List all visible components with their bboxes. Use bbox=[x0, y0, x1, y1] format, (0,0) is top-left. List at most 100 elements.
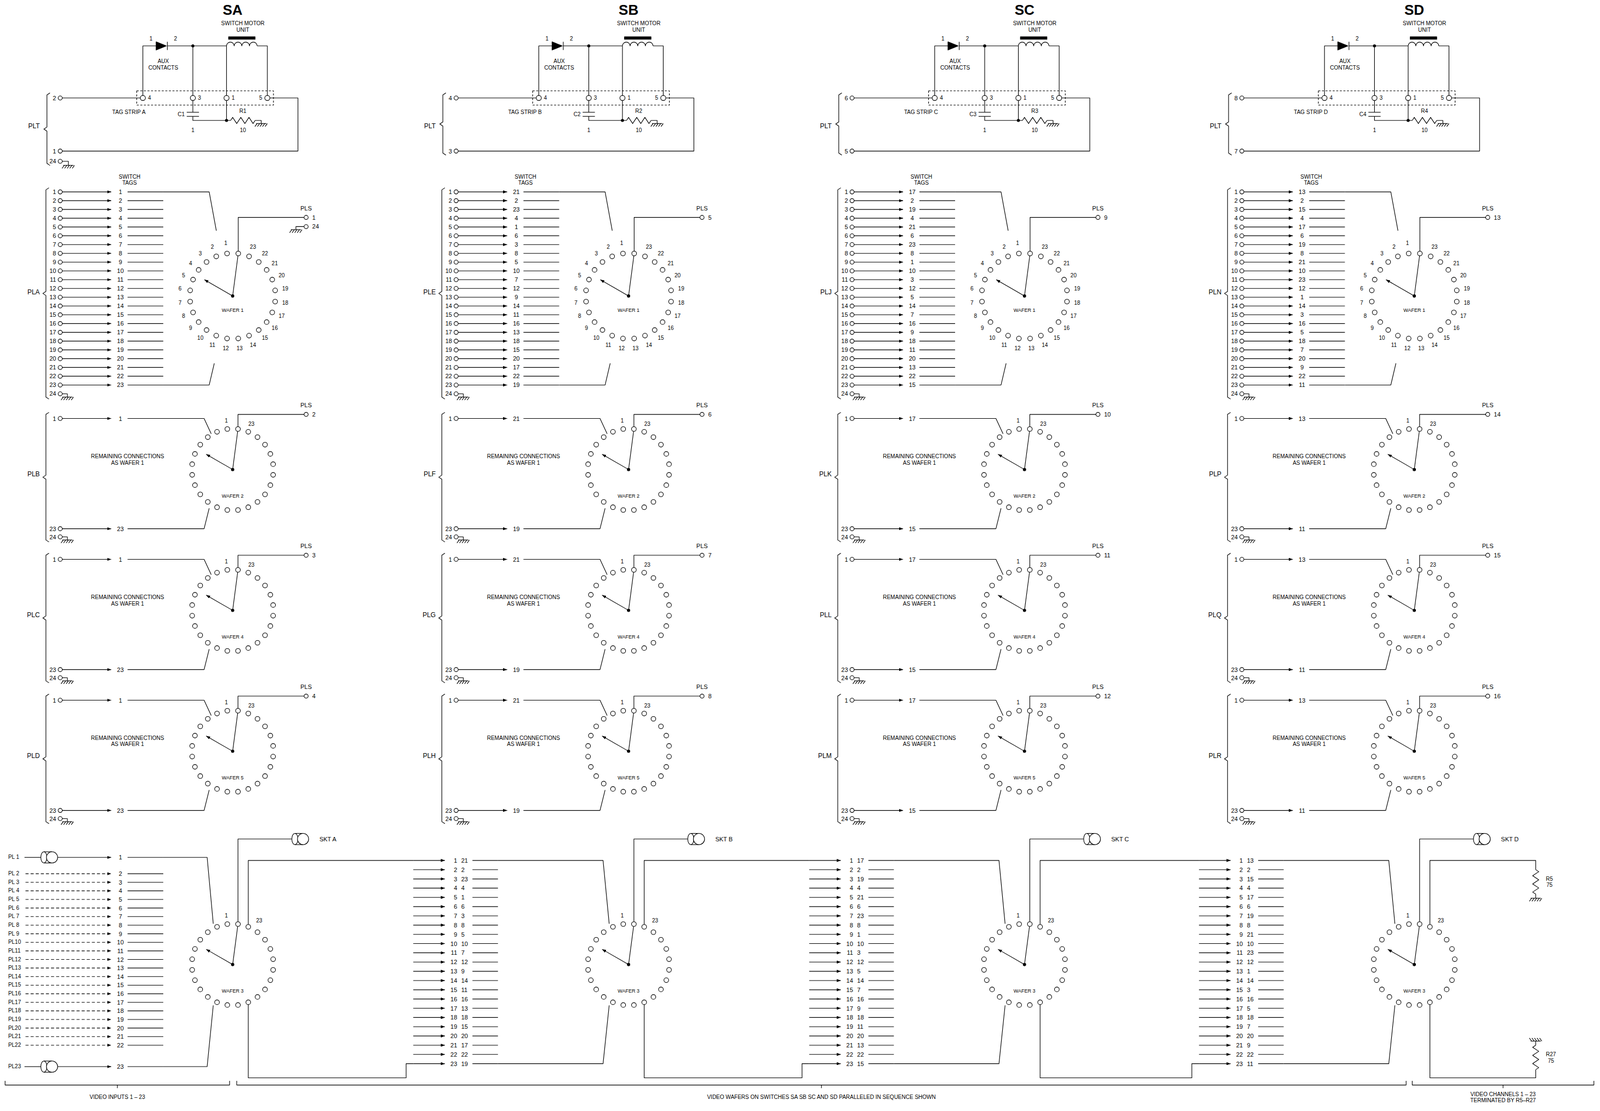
schematic-label: 3 bbox=[448, 147, 453, 155]
ground-symbol bbox=[254, 123, 257, 127]
wire bbox=[498, 1004, 610, 1064]
schematic-label: PL18 bbox=[8, 1007, 21, 1015]
schematic-label: 23 bbox=[1431, 243, 1438, 251]
bracket bbox=[42, 412, 49, 542]
bracket bbox=[834, 693, 841, 824]
tag-terminal bbox=[619, 95, 625, 101]
plug-pin bbox=[454, 269, 459, 273]
coax-connector bbox=[1089, 833, 1101, 845]
wafer-name: WAFER 2 bbox=[1373, 493, 1456, 499]
plug-pin bbox=[1240, 304, 1244, 308]
ground-symbol bbox=[71, 680, 74, 684]
wafer-circle: WAFER 3 bbox=[587, 923, 670, 1005]
schematic-label: PLS bbox=[1092, 204, 1104, 213]
plug-pin bbox=[304, 693, 308, 698]
plug-pin bbox=[454, 207, 459, 211]
schematic-label: 18 bbox=[49, 337, 56, 345]
schematic-label: 20 bbox=[846, 1032, 854, 1040]
wire bbox=[854, 393, 860, 397]
wire bbox=[1309, 700, 1393, 716]
ground-symbol bbox=[1244, 539, 1248, 544]
schematic-label: 14 bbox=[450, 976, 457, 985]
plug-pin bbox=[304, 224, 308, 229]
schematic-label: 4 bbox=[1300, 214, 1304, 222]
schematic-label: 19 bbox=[445, 346, 453, 354]
schematic-label: 24 bbox=[841, 814, 848, 822]
schematic-label: 1 bbox=[1234, 414, 1238, 422]
schematic-label: 4 bbox=[1239, 884, 1243, 892]
ground-symbol bbox=[289, 229, 293, 233]
wafer-name: WAFER 1 bbox=[189, 307, 276, 313]
schematic-label: 8 bbox=[448, 249, 453, 257]
schematic-label: 1 bbox=[620, 699, 625, 706]
schematic-label: 17 bbox=[841, 328, 848, 336]
schematic-label: C1 bbox=[177, 111, 185, 118]
schematic-label: 17 bbox=[909, 555, 916, 563]
schematic-label: PL13 bbox=[8, 964, 21, 971]
plug-pin bbox=[849, 698, 854, 702]
schematic-label: 23 bbox=[1040, 561, 1047, 569]
wire bbox=[1436, 120, 1443, 124]
schematic-label: SD bbox=[1404, 2, 1425, 19]
schematic-label: 5 bbox=[1300, 328, 1304, 336]
ground-symbol bbox=[459, 821, 462, 825]
schematic-label: 1 bbox=[224, 240, 228, 247]
schematic-label: PLD bbox=[26, 752, 40, 760]
schematic-label: 10 bbox=[117, 938, 124, 946]
schematic-label: 10 bbox=[1379, 334, 1386, 342]
wire bbox=[1344, 191, 1398, 231]
schematic-label: 7 bbox=[1360, 299, 1364, 307]
schematic-label: 9 bbox=[585, 324, 589, 332]
schematic-label: 9 bbox=[52, 258, 56, 266]
schematic-label: 1 bbox=[224, 558, 228, 565]
plug-pin bbox=[1240, 95, 1244, 100]
schematic-label: 6 bbox=[514, 232, 518, 240]
plug-pin bbox=[454, 391, 459, 396]
schematic-label: 9 bbox=[514, 293, 518, 301]
motor-bar bbox=[1410, 36, 1437, 40]
schematic-label: 20 bbox=[1247, 1032, 1254, 1040]
schematic-label: 12 bbox=[856, 958, 864, 966]
schematic-label: 11 bbox=[461, 985, 468, 993]
ground-symbol bbox=[1250, 680, 1253, 684]
plug-pin bbox=[849, 277, 854, 282]
tag-terminal bbox=[586, 95, 592, 101]
ground-symbol bbox=[64, 165, 67, 169]
plug-pin bbox=[849, 250, 854, 255]
plug-pin bbox=[849, 304, 854, 308]
schematic-label: 8 bbox=[1239, 921, 1243, 929]
plug-pin bbox=[1095, 412, 1100, 416]
plug-pin bbox=[58, 304, 62, 308]
schematic-label: 2 bbox=[606, 243, 610, 251]
wire bbox=[1324, 46, 1338, 96]
schematic-label: PL15 bbox=[8, 981, 21, 989]
schematic-label: 10 bbox=[1031, 127, 1038, 135]
schematic-label: 6 bbox=[461, 903, 465, 911]
ground-symbol bbox=[66, 821, 69, 825]
schematic-label: 5 bbox=[1247, 1004, 1251, 1012]
schematic-label: 10 bbox=[1298, 267, 1306, 275]
schematic-label: 11 bbox=[450, 949, 457, 957]
resistor-symbol bbox=[1532, 869, 1539, 895]
schematic-label: 10 bbox=[450, 939, 457, 947]
ground-symbol bbox=[1247, 396, 1250, 400]
schematic-label: 18 bbox=[841, 337, 848, 345]
ground-symbol bbox=[855, 680, 858, 684]
schematic-label: 5 bbox=[1234, 223, 1238, 231]
schematic-label: 10 bbox=[1247, 939, 1254, 947]
schematic-label: 12 bbox=[222, 345, 229, 352]
wire bbox=[893, 1004, 1005, 1064]
schematic-label: 2 bbox=[1355, 35, 1359, 43]
ground-symbol bbox=[1438, 123, 1442, 127]
tag-terminal bbox=[1446, 95, 1452, 101]
schematic-label: 9 bbox=[118, 258, 123, 266]
tag-strip-outline bbox=[928, 90, 1066, 106]
resistor-symbol bbox=[1022, 117, 1048, 124]
schematic-label: PLM bbox=[818, 752, 832, 760]
ground-symbol bbox=[855, 539, 858, 544]
schematic-label: 14 bbox=[646, 341, 653, 349]
schematic-label: 21 bbox=[1231, 363, 1238, 371]
schematic-label: 24 bbox=[49, 814, 56, 822]
schematic-label: 5 bbox=[707, 213, 712, 221]
schematic-label: 8 bbox=[578, 312, 582, 320]
